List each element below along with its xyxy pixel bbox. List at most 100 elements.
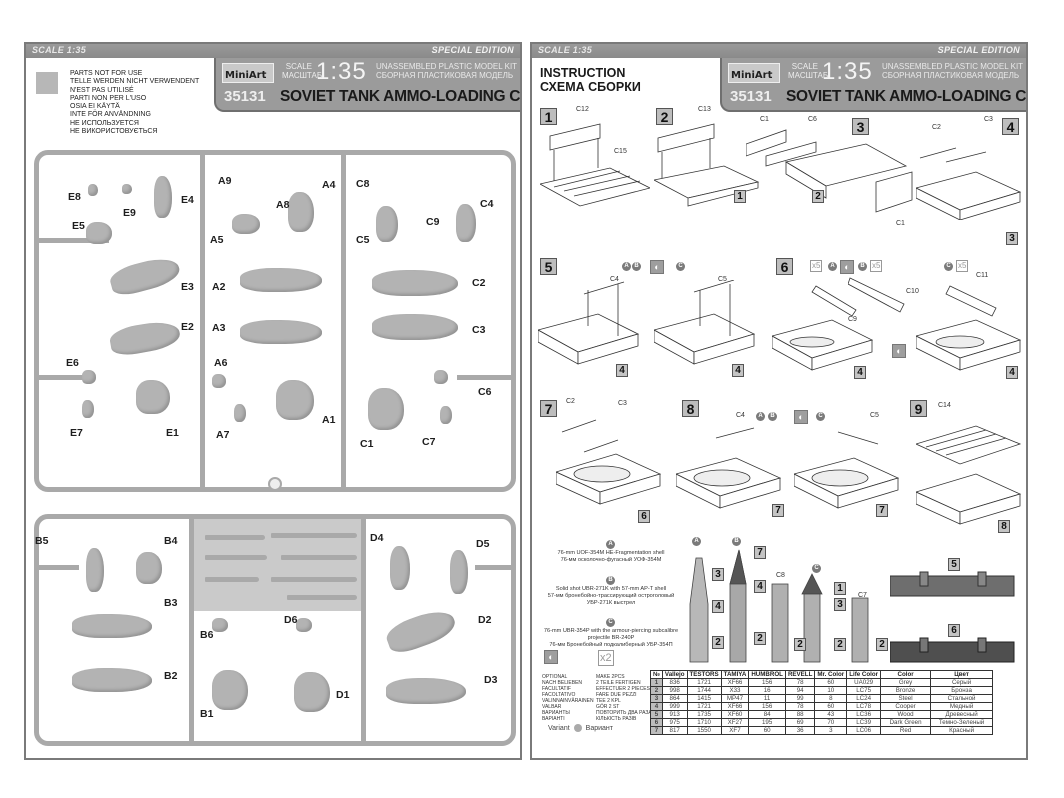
reference-step: 4 — [1006, 366, 1018, 379]
paint-cell: LC24 — [846, 694, 882, 703]
part-label: C3 — [472, 324, 486, 336]
paint-number: 1 — [650, 678, 663, 687]
part-label: B6 — [200, 629, 214, 641]
part-code: C4 — [736, 412, 745, 419]
color-ref: 1 — [834, 582, 846, 595]
kit-number: 35131 — [730, 88, 772, 105]
paint-cell: Стальной — [930, 694, 994, 703]
paint-cell: Dark Green — [880, 718, 932, 727]
variant-b-icon: B — [632, 262, 641, 271]
reference-step: 6 — [638, 510, 650, 523]
variant-dot-icon — [573, 724, 582, 732]
step-5c-diagram — [654, 280, 758, 370]
sprue-top — [34, 150, 516, 492]
part-code: C11 — [976, 272, 989, 279]
variant-c-icon: C — [944, 262, 953, 271]
multiplier-badge: x5 — [956, 260, 969, 272]
paint-cell: LC06 — [846, 726, 882, 735]
crate-side-view-green — [890, 636, 1016, 666]
part-code: C9 — [848, 316, 857, 323]
paint-cell: 8 — [814, 694, 848, 703]
sprue-page: SCALE 1:35 SPECIAL EDITION MiniArt SCALE… — [24, 42, 522, 760]
paint-cell: Древесный — [930, 710, 994, 719]
paint-cell: Бронза — [930, 686, 994, 695]
paint-cell: 1735 — [686, 710, 722, 719]
paint-cell: XF66 — [720, 702, 750, 711]
optional-icon: ◐ — [544, 650, 558, 664]
part-label: C5 — [356, 234, 370, 246]
paint-cell: 1415 — [686, 694, 722, 703]
part-code: C2 — [932, 124, 941, 131]
part-label: D1 — [336, 689, 350, 701]
step-number: 5 — [540, 258, 557, 275]
crate-side-view-wood — [890, 570, 1016, 600]
paint-table-header: Цвет — [930, 670, 994, 679]
paint-cell: 78 — [784, 678, 816, 687]
shell-variant-b-text: Solid shot UBR-271K with 57-mm AP-T shel… — [547, 586, 675, 606]
step-number: 2 — [656, 108, 673, 125]
step-number: 7 — [540, 400, 557, 417]
step-8c-diagram — [794, 424, 900, 514]
paint-cell: 999 — [661, 702, 688, 711]
part-code: C1 — [760, 116, 769, 123]
paint-cell: Медный — [930, 702, 994, 711]
part-label: A2 — [212, 281, 226, 293]
paint-table-header: REVELL — [784, 670, 816, 679]
paint-table-header: Life Color — [846, 670, 882, 679]
paint-cell: 1550 — [686, 726, 722, 735]
part-label: B5 — [35, 535, 49, 547]
paint-cell: 1710 — [686, 718, 722, 727]
variant-c-icon: C — [676, 262, 685, 271]
paint-number: 4 — [650, 702, 663, 711]
step-1-diagram — [540, 116, 650, 208]
optional-icon: ◐ — [892, 344, 906, 358]
paint-cell: 70 — [814, 718, 848, 727]
paint-table-header: HUMBROL — [748, 670, 786, 679]
variant-c-icon: C — [606, 618, 615, 627]
part-label: A4 — [322, 179, 336, 191]
scale-value: 1:35 — [822, 58, 873, 85]
part-label: E4 — [181, 194, 194, 206]
part-label: B3 — [164, 597, 178, 609]
top-bar: SCALE 1:35 SPECIAL EDITION — [532, 44, 1026, 58]
color-ref: 5 — [948, 558, 960, 571]
part-label: A3 — [212, 322, 226, 334]
part-label: C8 — [356, 178, 370, 190]
step-3-diagram — [746, 122, 916, 222]
color-ref: 2 — [754, 632, 766, 645]
paint-cell: Красный — [930, 726, 994, 735]
paint-cell: XF27 — [720, 718, 750, 727]
part-code: C8 — [776, 572, 785, 579]
step-number: 3 — [852, 118, 869, 135]
paint-cell: 1721 — [686, 702, 722, 711]
paint-number: 7 — [650, 726, 663, 735]
part-code: C3 — [984, 116, 993, 123]
paint-cell: 11 — [748, 694, 786, 703]
paint-cell: 975 — [661, 718, 688, 727]
shells-diagram — [682, 544, 882, 664]
part-label: E3 — [181, 281, 194, 293]
paint-cell: Темно-Зеленый — [930, 718, 994, 727]
part-code: C3 — [618, 400, 627, 407]
paint-cell: 836 — [661, 678, 688, 687]
part-label: A5 — [210, 234, 224, 246]
paint-cell: 156 — [748, 678, 786, 687]
reference-step: 2 — [812, 190, 824, 203]
scale-tag: SCALE 1:35 — [538, 45, 593, 55]
reference-step: 3 — [1006, 232, 1018, 245]
part-label: C1 — [360, 438, 374, 450]
top-bar: SCALE 1:35 SPECIAL EDITION — [26, 44, 520, 58]
variant-c-icon: C — [816, 412, 825, 421]
paint-cell: 3 — [814, 726, 848, 735]
part-label: A8 — [276, 199, 290, 211]
